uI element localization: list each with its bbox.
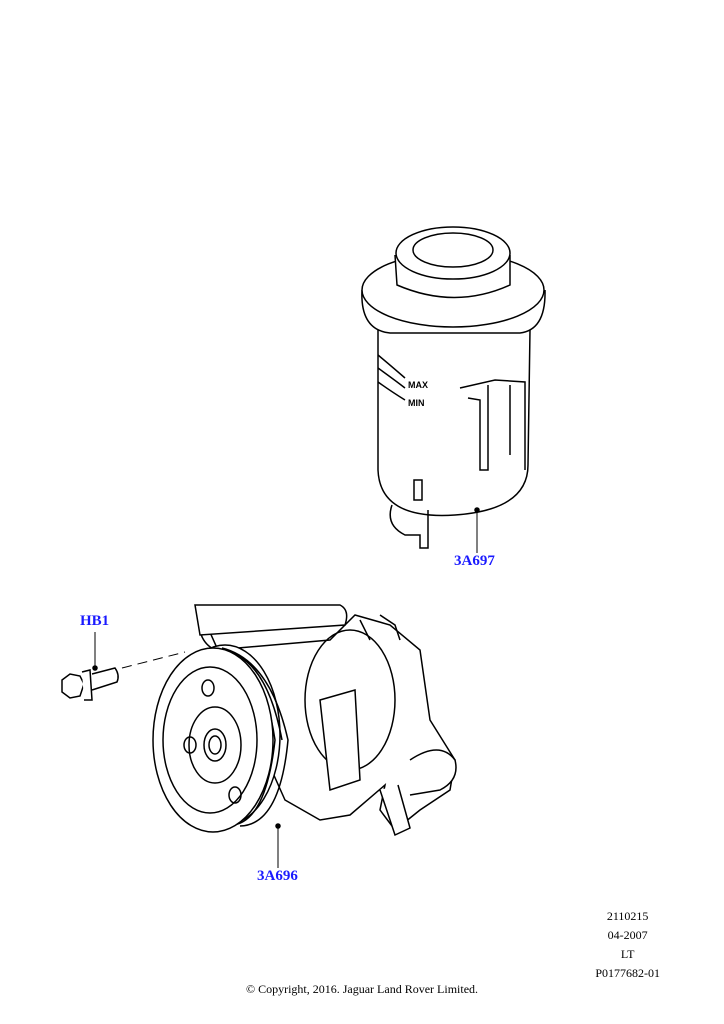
callout-3a696[interactable]: 3A696 [257, 868, 298, 884]
callout-3a697[interactable]: 3A697 [454, 553, 495, 569]
leader-dot [92, 665, 98, 671]
copyright: © Copyright, 2016. Jaguar Land Rover Lim… [245, 982, 479, 996]
leader-dot [474, 507, 480, 513]
meta-region: LT [620, 947, 635, 961]
callout-hb1[interactable]: HB1 [80, 613, 110, 629]
reservoir-drawing [361, 226, 546, 549]
meta-date: 04-2007 [607, 928, 648, 942]
meta-code: 2110215 [606, 909, 649, 923]
min-mark: MIN [408, 398, 425, 408]
illustration-meta: 2110215 04-2007 LT P0177682-01 [595, 907, 660, 983]
pump-drawing [152, 604, 457, 837]
leader-dot [275, 823, 281, 829]
max-mark: MAX [408, 380, 428, 390]
bolt-drawing [61, 651, 186, 701]
meta-illustration-id: P0177682-01 [595, 966, 660, 980]
